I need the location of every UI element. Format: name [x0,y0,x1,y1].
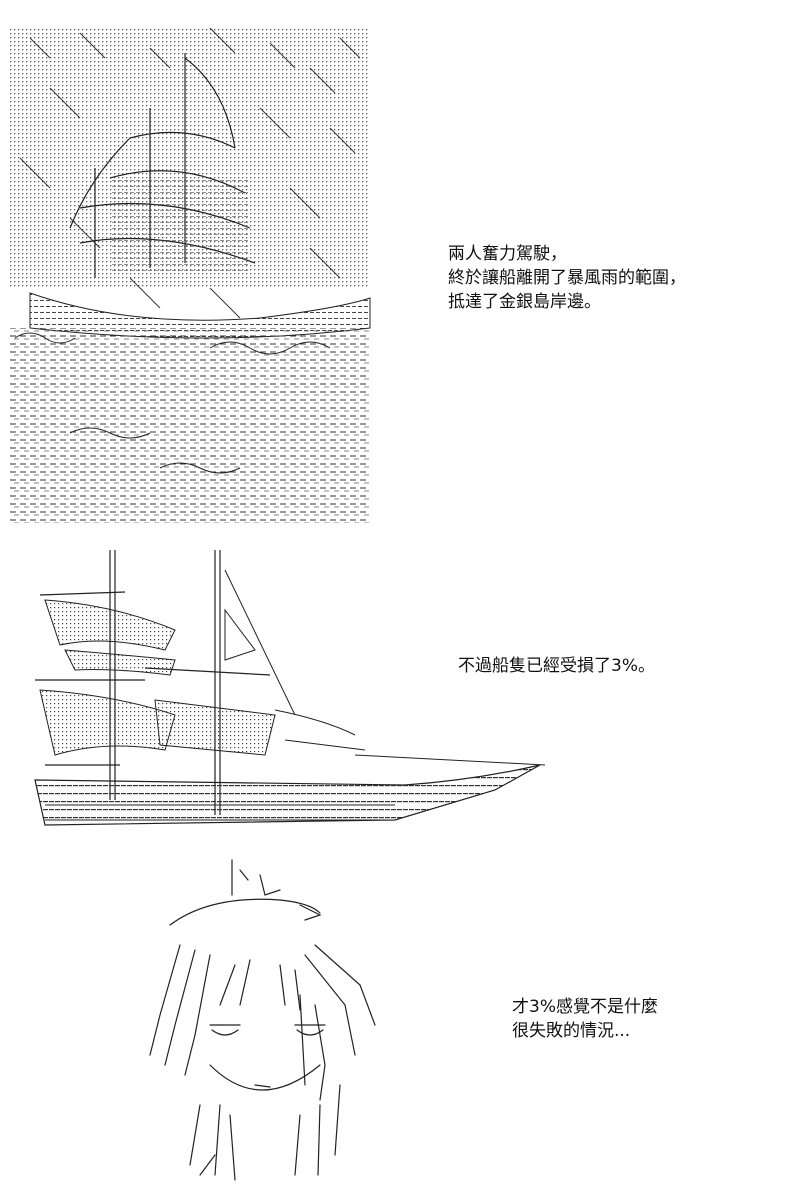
panel-ship: 不過船隻已經受損了3%。 [0,535,800,845]
sailing-ship-ascii-art [34,550,546,826]
caption-line: 才3%感覺不是什麼 [512,997,658,1017]
caption-line: 兩人奮力駕駛， [448,244,567,264]
narration-caption: 不過船隻已經受損了3%。 [458,654,655,678]
caption-line: 很失敗的情況... [512,1021,631,1041]
caption-line: 抵達了金銀島岸邊。 [448,292,601,312]
narration-caption: 兩人奮力駕駛， 終於讓船離開了暴風雨的範圍， 抵達了金銀島岸邊。 [448,242,686,314]
ship-in-storm-ascii-art [10,28,371,523]
long-haired-character-ascii-art [149,859,376,1181]
caption-line: 終於讓船離開了暴風雨的範圍， [448,268,686,288]
caption-line: 不過船隻已經受損了3%。 [458,656,655,676]
panel-character: 才3%感覺不是什麼 很失敗的情況... [0,845,800,1200]
panel-storm: 兩人奮力駕駛， 終於讓船離開了暴風雨的範圍， 抵達了金銀島岸邊。 [0,0,800,535]
narration-caption: 才3%感覺不是什麼 很失敗的情況... [512,995,658,1043]
